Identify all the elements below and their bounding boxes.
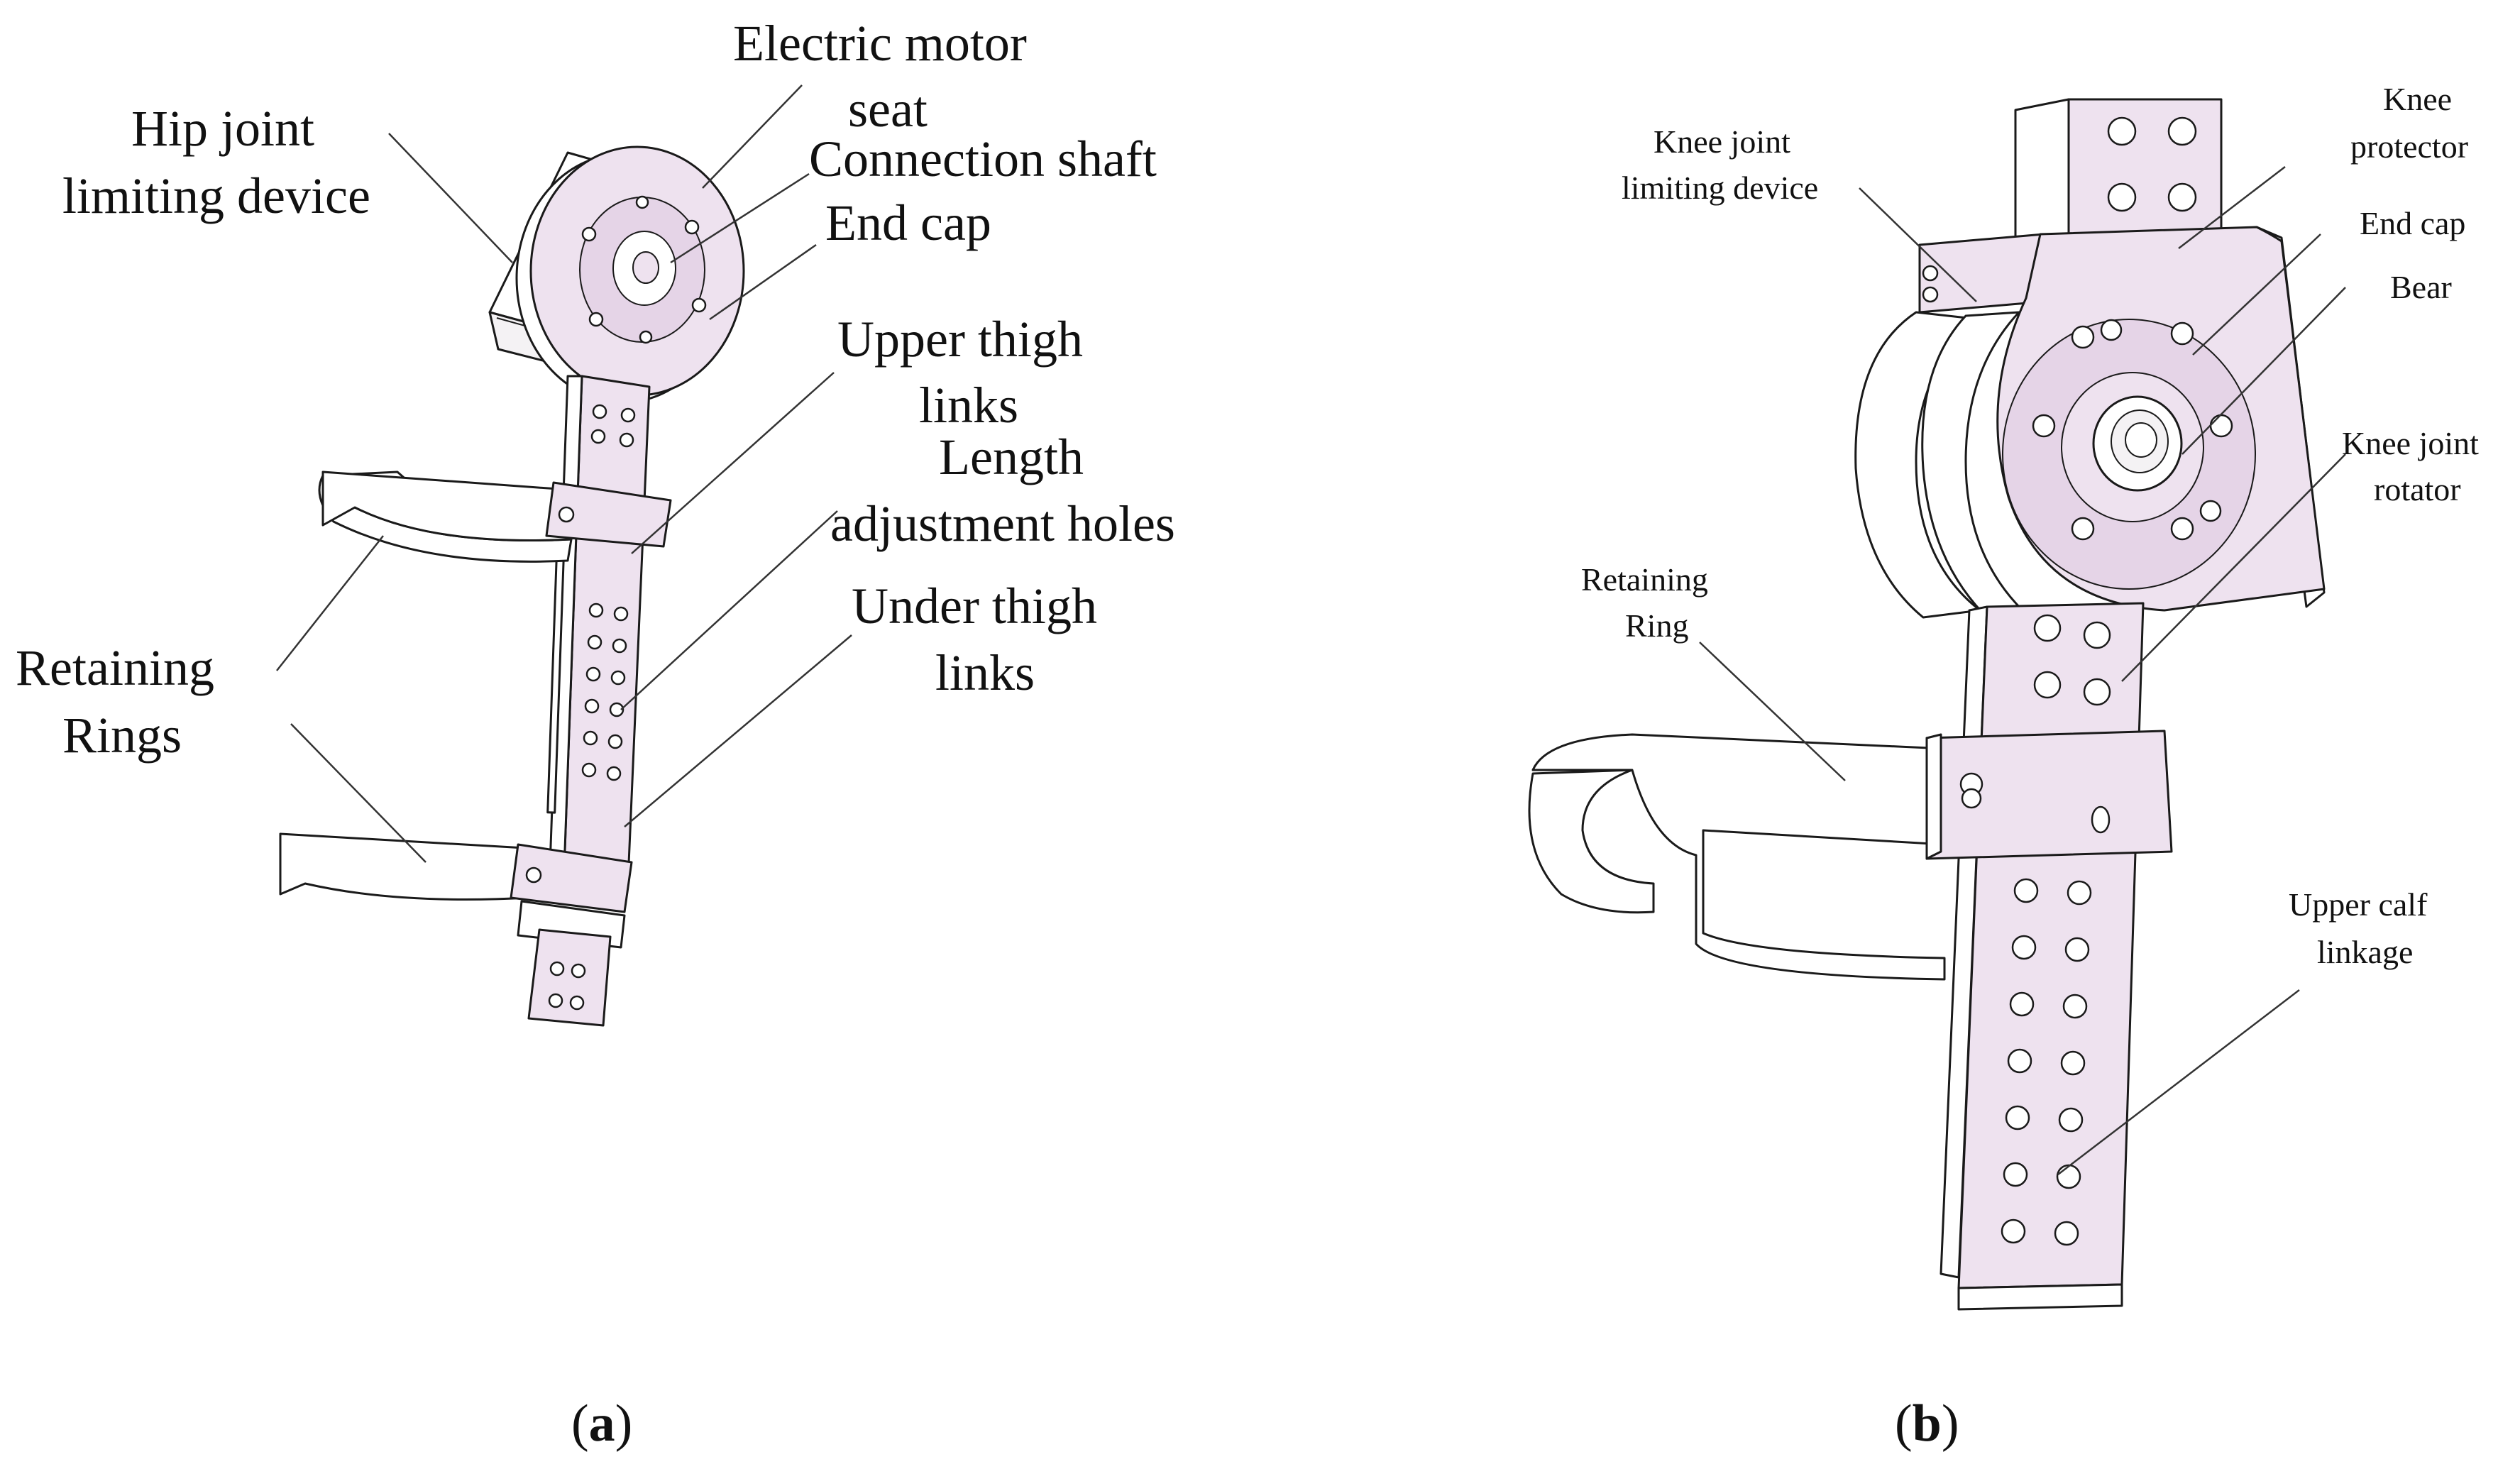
label-upper-thigh-links: Upper thigh — [837, 311, 1083, 368]
label-retaining-rings: Retaining — [16, 639, 214, 696]
label-length-adjustment-holes: Length — [939, 429, 1084, 485]
label-hip-limiting-device: Hip joint — [131, 100, 314, 157]
caption-b: (b) — [1895, 1394, 1959, 1453]
caption-a: (a) — [571, 1394, 632, 1453]
label-upper-thigh-links-2: links — [919, 377, 1018, 434]
knee-side-disc — [1854, 311, 2024, 619]
label-upper-calf-linkage-2: linkage — [2317, 934, 2413, 970]
retaining-ring-lower — [279, 832, 633, 949]
label-knee-limiting-device-2: limiting device — [1622, 170, 1818, 206]
upper-calf-linkage — [1939, 602, 2145, 1311]
upper-thigh-link — [546, 375, 651, 881]
label-knee-protector: Knee — [2383, 81, 2452, 117]
label-length-adjustment-holes-2: adjustment holes — [830, 495, 1175, 552]
label-retaining-ring-2: Ring — [1625, 607, 1688, 644]
label-retaining-rings-2: Rings — [62, 707, 182, 764]
retaining-ring-knee — [1528, 730, 2173, 981]
label-under-thigh-links-2: links — [935, 644, 1035, 701]
label-knee-joint-rotator-2: rotator — [2374, 471, 2461, 507]
label-upper-calf-linkage: Upper calf — [2289, 886, 2428, 923]
label-end-cap-a: End cap — [825, 194, 991, 251]
label-knee-joint-rotator: Knee joint — [2342, 425, 2479, 461]
retaining-ring-upper — [318, 471, 672, 563]
panel-b-leader-lines — [1699, 166, 2346, 1175]
panel-b-labels: Knee joint limiting device Knee protecto… — [1581, 81, 2479, 970]
label-knee-limiting-device: Knee joint — [1654, 123, 1790, 160]
label-under-thigh-links: Under thigh — [852, 578, 1097, 634]
motor-seat-disc — [515, 145, 745, 404]
label-hip-limiting-device-2: limiting device — [62, 167, 370, 224]
panel-b-drawing — [1528, 98, 2326, 1311]
label-knee-protector-2: protector — [2350, 128, 2468, 165]
panel-a-drawing — [279, 145, 745, 1027]
knee-rotator-disc — [2002, 319, 2256, 590]
panel-a-leader-lines — [276, 84, 852, 863]
label-connection-shaft: Connection shaft — [809, 131, 1157, 187]
label-retaining-ring: Retaining — [1581, 561, 1708, 598]
panel-a-labels: Hip joint limiting device Electric motor… — [16, 15, 1175, 764]
label-electric-motor-seat-2: seat — [848, 81, 928, 138]
under-thigh-link — [527, 928, 612, 1027]
label-electric-motor-seat: Electric motor — [733, 15, 1027, 72]
label-end-cap-b: End cap — [2360, 205, 2465, 241]
knee-top-plate — [2014, 98, 2223, 253]
label-bear: Bear — [2390, 269, 2452, 305]
